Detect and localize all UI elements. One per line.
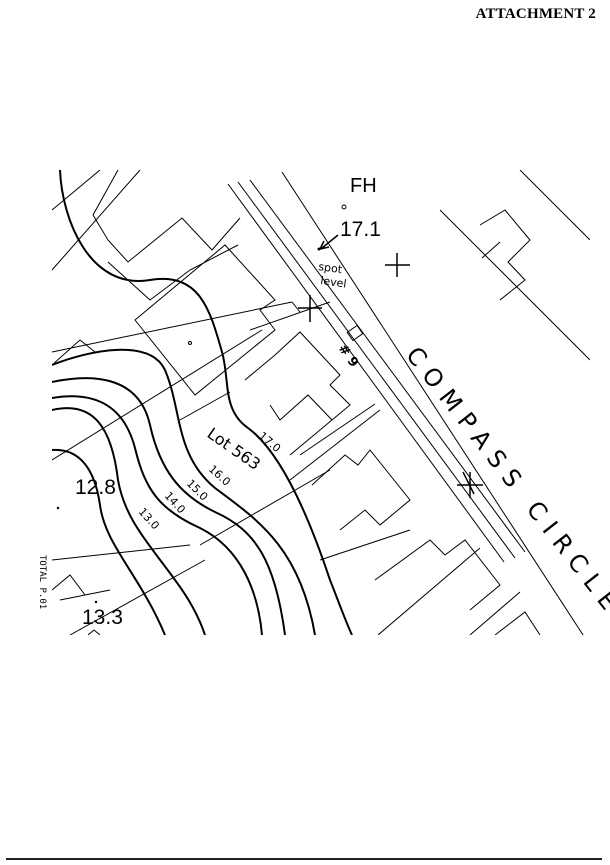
street-name-label: COMPASS CIRCLE (400, 341, 610, 622)
survey-cross-marks (298, 253, 483, 498)
building-footprints (52, 170, 541, 635)
contour-label-13: 13.0 (136, 505, 162, 532)
spot-level-bottom: 13.3 (82, 606, 123, 629)
spot-level-note-line2: level (320, 274, 348, 291)
spot-level-note-line1: spot (318, 260, 344, 276)
fire-hydrant-label: FH (350, 175, 377, 197)
spot-level-left: 12.8 (75, 476, 116, 499)
property-boundaries (52, 170, 590, 635)
spot-level-arrow-icon (318, 234, 339, 251)
boundary-peg-square (346, 324, 364, 342)
house-number-label: # 9 (335, 342, 361, 371)
fax-footer-label: TOTAL P.01 (37, 555, 47, 609)
attachment-heading: ATTACHMENT 2 (475, 6, 596, 22)
fire-hydrant-icon (341, 204, 347, 210)
contour-lines (52, 170, 353, 635)
spot-level-top: 17.1 (340, 218, 381, 241)
contour-label-14: 14.0 (162, 489, 188, 516)
page-bottom-rule (6, 858, 602, 860)
road-boundary-lines (227, 171, 584, 635)
